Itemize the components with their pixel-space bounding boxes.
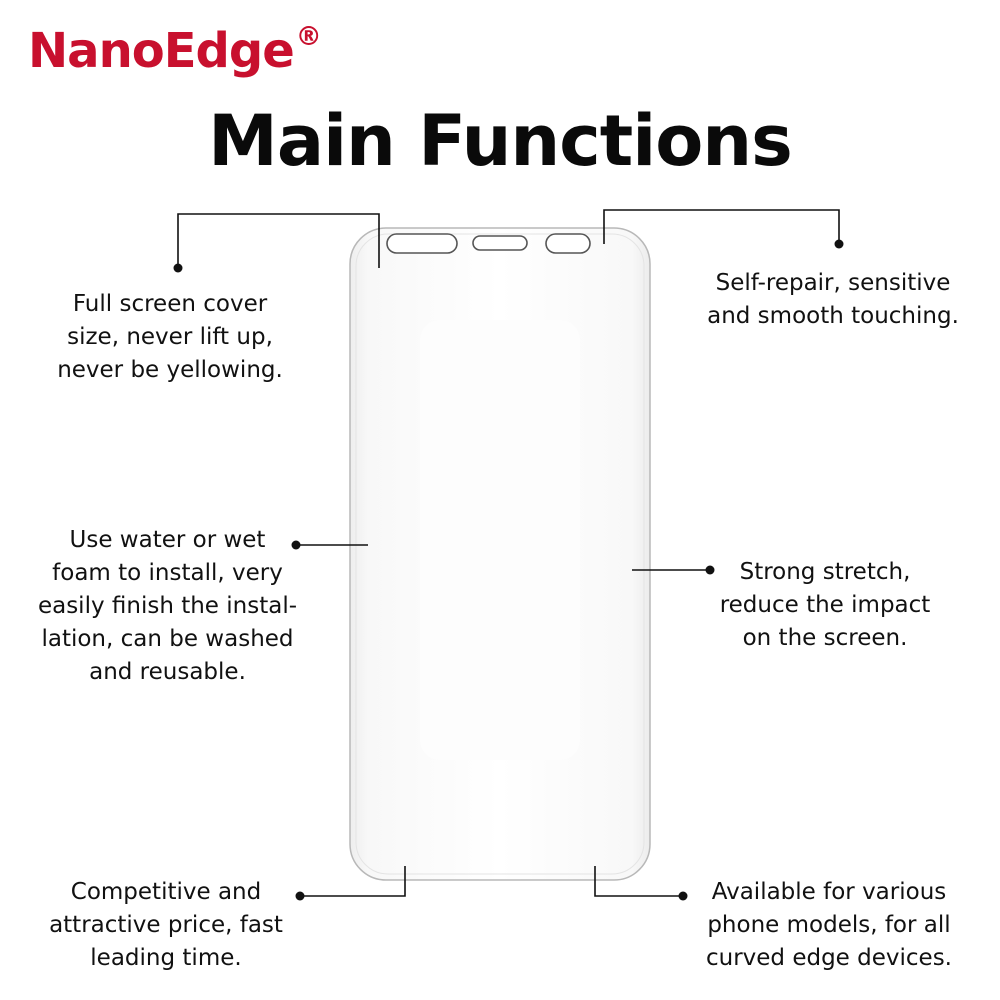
callout-dot-full-cover <box>173 263 183 273</box>
brand-logo: NanoEdge® <box>28 22 322 79</box>
feature-stretch: Strong stretch, reduce the impact on the… <box>719 559 931 651</box>
callout-dot-models <box>678 891 688 901</box>
callout-line-models <box>594 866 681 897</box>
registered-mark: ® <box>295 22 322 52</box>
feature-full-cover: Full screen cover size, never lift up, n… <box>57 291 283 383</box>
callout-line-self-repair <box>603 209 840 244</box>
camera-cutout <box>545 233 591 254</box>
feature-price: Competitive and attractive price, fast l… <box>49 879 283 971</box>
feature-self-repair: Self-repair, sensitive and smooth touchi… <box>707 270 959 329</box>
screen-protector-film-icon <box>349 227 651 881</box>
feature-models: Available for various phone models, for … <box>705 879 952 971</box>
speaker-cutout <box>472 235 528 251</box>
page-title: Main Functions <box>208 100 793 182</box>
callout-dot-self-repair <box>834 239 844 249</box>
callout-dot-install <box>291 540 301 550</box>
callout-dot-stretch <box>705 565 715 575</box>
feature-install: Use water or wet foam to install, very e… <box>37 527 298 685</box>
callout-line-full-cover <box>177 213 380 268</box>
callout-dot-price <box>295 891 305 901</box>
brand-name: NanoEdge <box>28 23 295 79</box>
earpiece-cutout-left <box>386 233 458 254</box>
callout-line-price <box>302 866 406 897</box>
